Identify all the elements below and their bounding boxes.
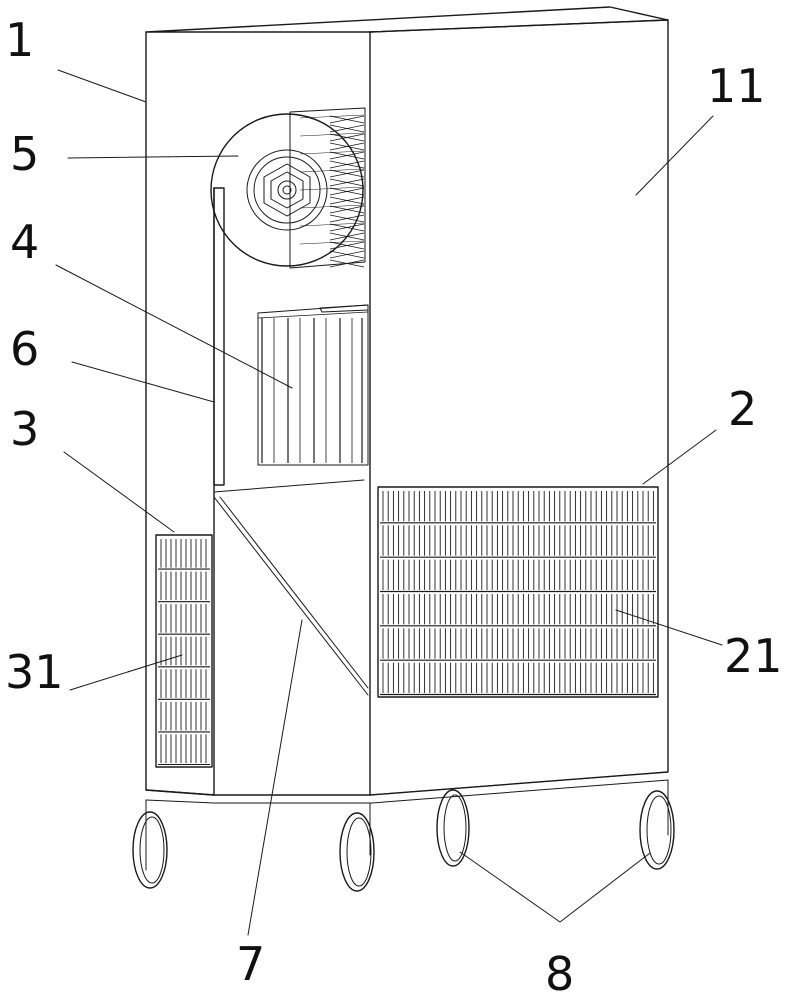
leader-2 (642, 429, 717, 485)
impeller-blade-ring (299, 204, 365, 209)
diagonal-plate-edge (219, 496, 369, 689)
exchanger-frame (257, 304, 369, 466)
exchanger-fins (257, 311, 369, 463)
impeller-blade (329, 196, 365, 205)
impeller-blade-ring (299, 132, 365, 137)
leader-7 (247, 619, 303, 936)
impeller-blade (329, 178, 365, 187)
lower-chamber-top (213, 479, 365, 493)
fan-hub-nut-inner (270, 171, 304, 209)
leader-21 (615, 609, 723, 646)
impeller-blade-ring (299, 186, 365, 191)
leader-5 (67, 155, 239, 159)
side-grille-frame (155, 534, 213, 768)
exchanger-top-shade (319, 304, 369, 313)
leader-6 (71, 361, 215, 403)
fan-hub-outer (246, 149, 328, 231)
bottom-front-edge (369, 771, 669, 796)
leader-1 (57, 69, 147, 103)
label-6: 6 (10, 322, 39, 376)
label-3: 3 (10, 402, 39, 456)
impeller-blade (329, 142, 365, 151)
fan-hub-nut (263, 163, 311, 217)
impeller-blade (329, 259, 365, 268)
side-grille-slats (158, 539, 210, 766)
impeller-blade (329, 187, 365, 196)
impeller-blade (329, 223, 365, 232)
bottom-edge (145, 789, 371, 796)
diagonal-plate (213, 496, 369, 696)
label-11: 11 (707, 59, 766, 113)
impeller-blade (329, 151, 365, 160)
impeller-blade (329, 115, 365, 124)
leader-11 (635, 115, 714, 196)
caster-rear-right (639, 779, 675, 870)
leader-lines (55, 69, 723, 936)
leader-31 (69, 654, 183, 691)
impeller-blade (329, 250, 365, 259)
caster-front-left (132, 799, 168, 889)
front-right-panel (369, 19, 669, 796)
exchanger-fin-top (257, 311, 369, 319)
fan-shaft-center (282, 185, 292, 195)
top-lid (145, 6, 669, 33)
front-grille-slats (380, 491, 656, 696)
inner-partition (213, 187, 369, 796)
fan-hub-ring (253, 156, 321, 224)
front-grille (377, 486, 659, 698)
impeller-blades (299, 114, 365, 268)
impeller-blade-ring (299, 240, 365, 245)
base-plate (145, 779, 669, 804)
casters (132, 779, 675, 892)
leader-4 (55, 264, 293, 389)
label-21: 21 (724, 629, 783, 683)
label-2: 2 (728, 382, 757, 436)
label-1: 1 (5, 13, 34, 67)
leader-3 (63, 451, 175, 533)
caster-rear-mid (436, 789, 470, 867)
partition-edge (213, 187, 225, 486)
impeller-blade (329, 205, 365, 214)
impeller-blade (329, 133, 365, 142)
leader-8 (459, 851, 651, 923)
fan-assembly (210, 107, 366, 269)
caster-front-mid (339, 802, 375, 892)
label-4: 4 (10, 215, 39, 269)
impeller-blade-ring (299, 222, 365, 227)
impeller-blade (329, 169, 365, 178)
impeller-blade-ring (299, 168, 365, 173)
fan-front-disc (210, 113, 364, 267)
reference-numerals: 1 5 4 6 3 31 11 2 21 7 8 (5, 13, 783, 1000)
label-5: 5 (10, 127, 39, 181)
label-31: 31 (5, 645, 64, 699)
front-grille-frame (377, 486, 659, 698)
side-grille (155, 534, 213, 768)
impeller-cylinder (289, 107, 366, 269)
fan-shaft (277, 180, 297, 200)
heat-exchanger (257, 304, 369, 466)
label-7: 7 (236, 937, 265, 991)
label-8: 8 (545, 947, 574, 1000)
